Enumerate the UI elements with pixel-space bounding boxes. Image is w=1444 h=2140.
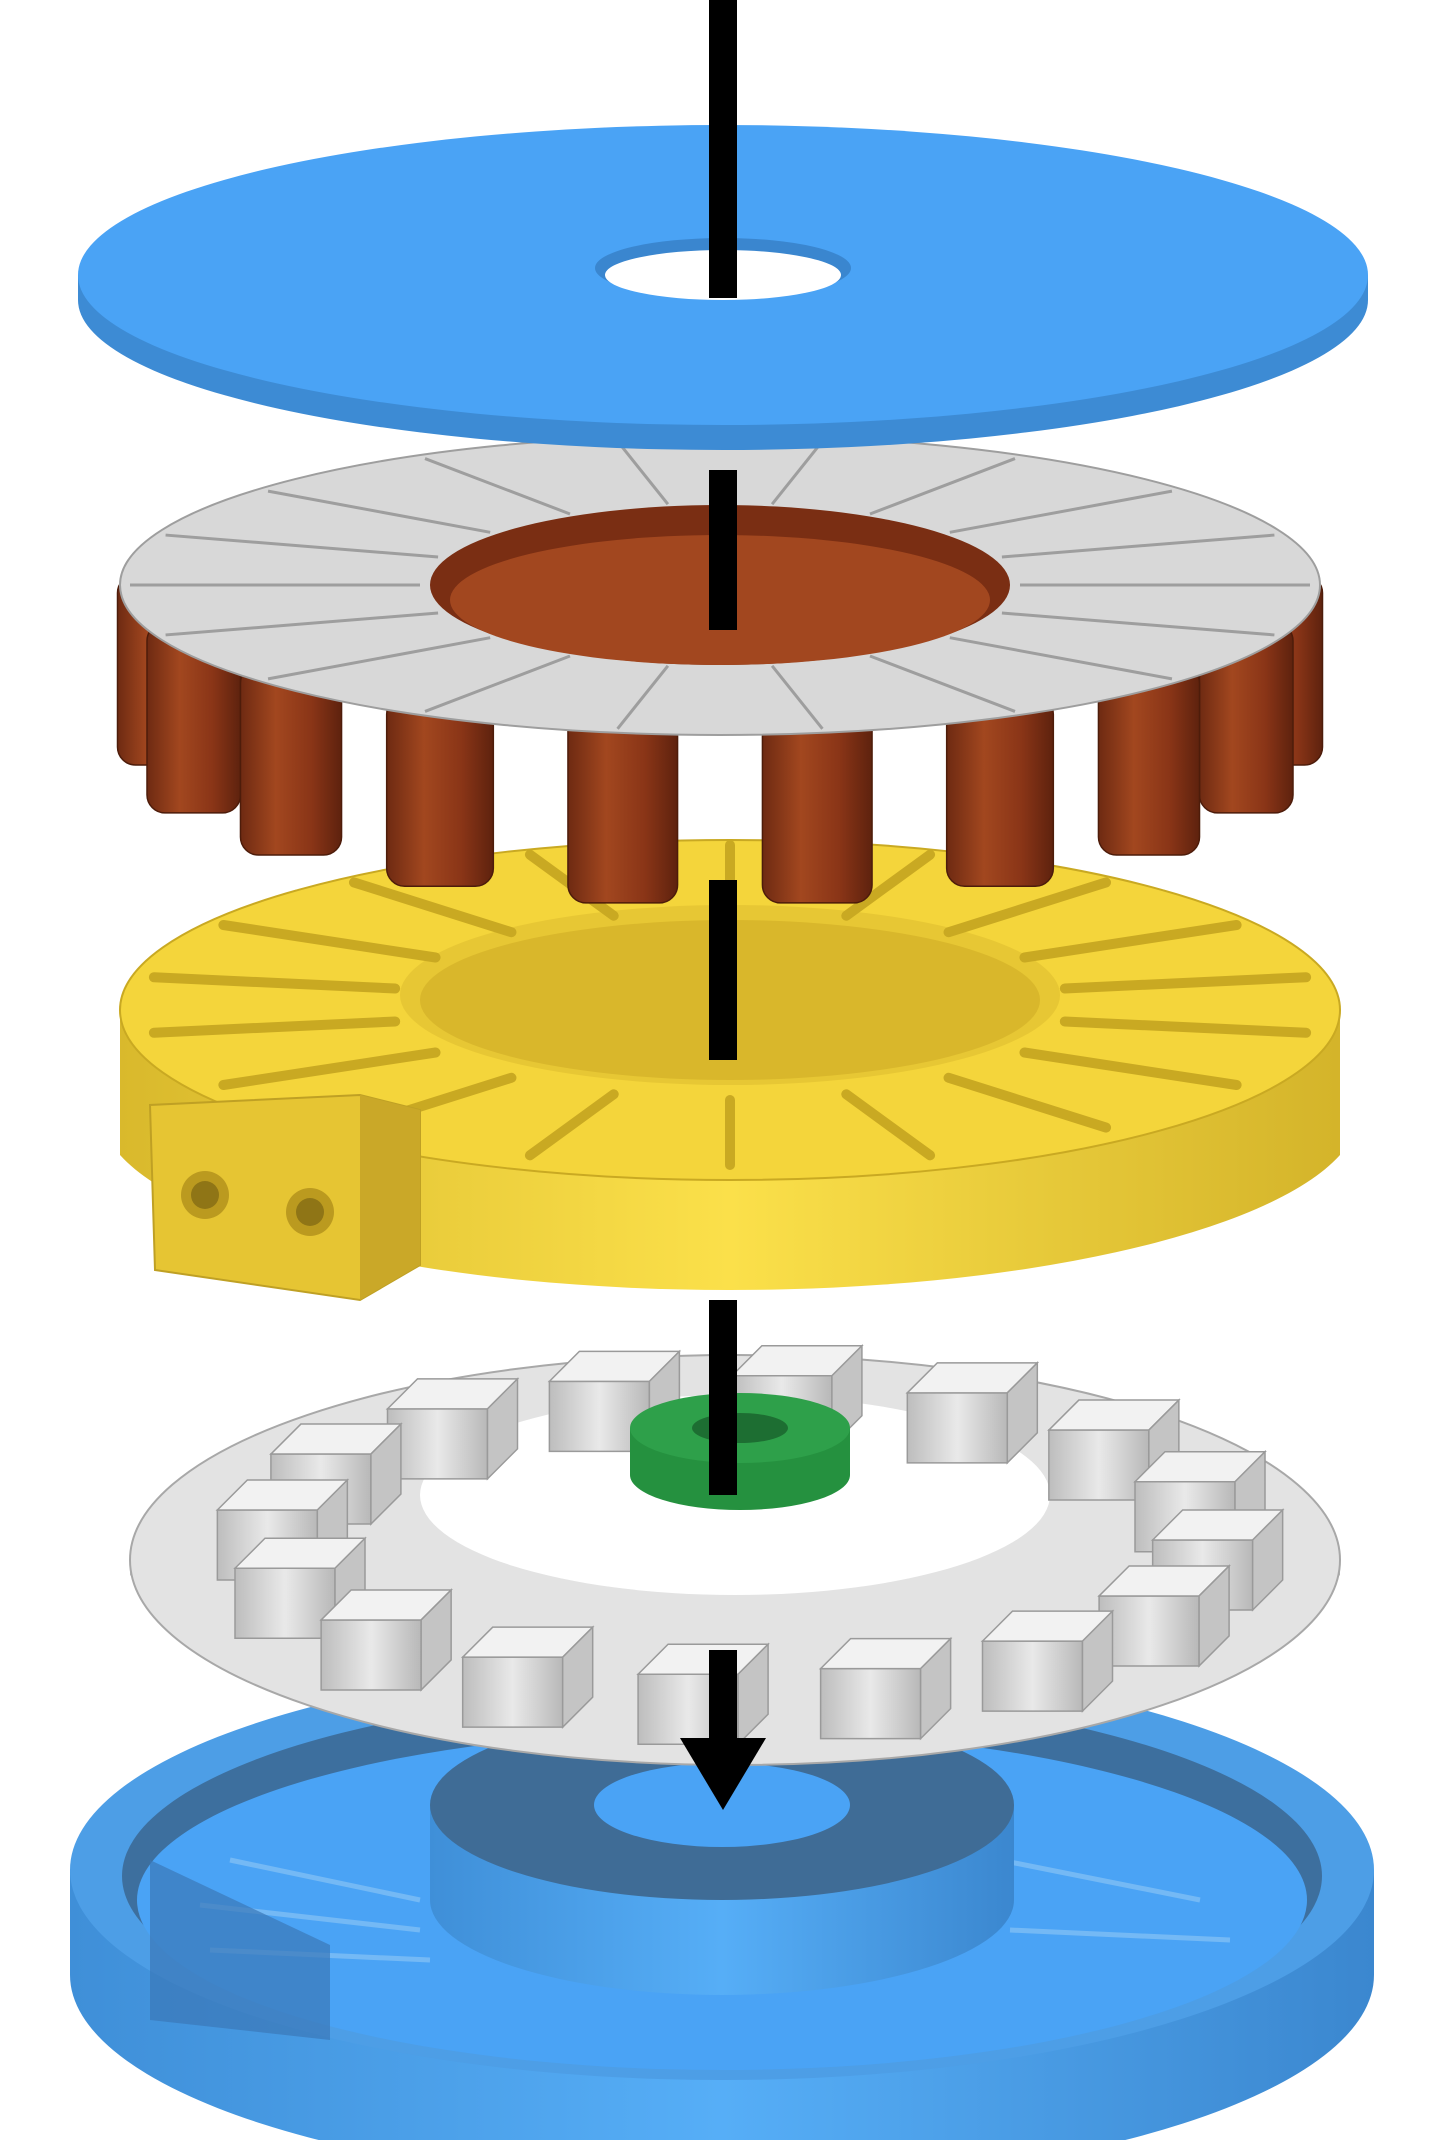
pole-shoes [130, 440, 1310, 730]
pole-shoe-gap [1001, 611, 1275, 637]
core-tooth [461, 1656, 564, 1728]
core-tooth [1048, 1429, 1150, 1501]
pole-shoe-gap [165, 533, 439, 559]
copper-coil [761, 712, 873, 904]
pole-shoe-gap [1001, 533, 1275, 559]
pole-shoe-gap [165, 611, 439, 637]
coil-holder-slots [148, 840, 1312, 1170]
core-tooth-side [1251, 1508, 1284, 1612]
coil-slot-rib [943, 877, 1112, 938]
pole-shoe-gap [267, 636, 491, 681]
core-tooth [234, 1567, 336, 1640]
core-tooth [386, 1408, 489, 1480]
coil-slot-rib [218, 1047, 441, 1090]
pole-shoe-gap [267, 489, 491, 534]
arrow-shaft-segment [709, 470, 737, 630]
copper-coil [945, 695, 1055, 887]
core-tooth-side [420, 1588, 452, 1692]
coil-slot-rib [841, 849, 936, 921]
coil-slot-rib [348, 877, 517, 938]
coil-slot-rib [1059, 1016, 1312, 1038]
core-tooth-side [919, 1636, 952, 1741]
coil-slot-rib [1019, 920, 1242, 963]
core-tooth-side [1006, 1361, 1039, 1465]
core-tooth-side [486, 1377, 519, 1481]
arrow-shaft-segment [709, 880, 737, 1060]
core-tooth-side [1081, 1609, 1114, 1713]
coil-slot-rib [943, 1072, 1112, 1133]
assembly-direction-arrow [680, 0, 766, 1810]
core-tooth [320, 1619, 422, 1691]
housing-slot [150, 1860, 330, 2040]
coil-slot-rib [148, 972, 401, 994]
pole-shoe-gap [949, 636, 1173, 681]
spacer-ring [630, 1393, 850, 1510]
arrow-shaft-segment [709, 1300, 737, 1495]
copper-coil [385, 695, 495, 887]
pole-shoe-gap [949, 489, 1173, 534]
arrow-head-icon [680, 1738, 766, 1810]
core-tooth-side [370, 1422, 402, 1526]
core-tooth-side [737, 1642, 769, 1747]
coil-slot-rib [524, 1089, 619, 1161]
pole-shoe-gap [869, 654, 1016, 713]
pole-shoe-gap [424, 457, 571, 516]
mounting-tab [148, 1093, 421, 1302]
coil-slot-rib [1019, 1047, 1242, 1090]
core-tooth [819, 1667, 922, 1740]
copper-coil [567, 712, 679, 904]
coil-slot-rib [218, 920, 441, 963]
core-tooth-side [1198, 1564, 1230, 1668]
pole-shoe-gap [616, 440, 670, 506]
coil-slot-rib [148, 1016, 401, 1038]
core-tooth [1098, 1595, 1200, 1667]
pole-shoe-gap [424, 654, 571, 713]
arrow-shaft-segment [709, 1650, 737, 1740]
pole-shoe-gap [616, 664, 670, 730]
pole-shoe-gap [869, 457, 1016, 516]
core-tooth [981, 1640, 1084, 1712]
coil-slot-rib [841, 1089, 936, 1161]
pole-shoe-gap [770, 664, 824, 730]
coil-slot-rib [1059, 972, 1312, 994]
core-tooth-side [561, 1625, 594, 1729]
core-tooth [906, 1392, 1009, 1464]
pole-shoe-gap [770, 440, 824, 506]
arrow-shaft-segment [709, 0, 737, 298]
